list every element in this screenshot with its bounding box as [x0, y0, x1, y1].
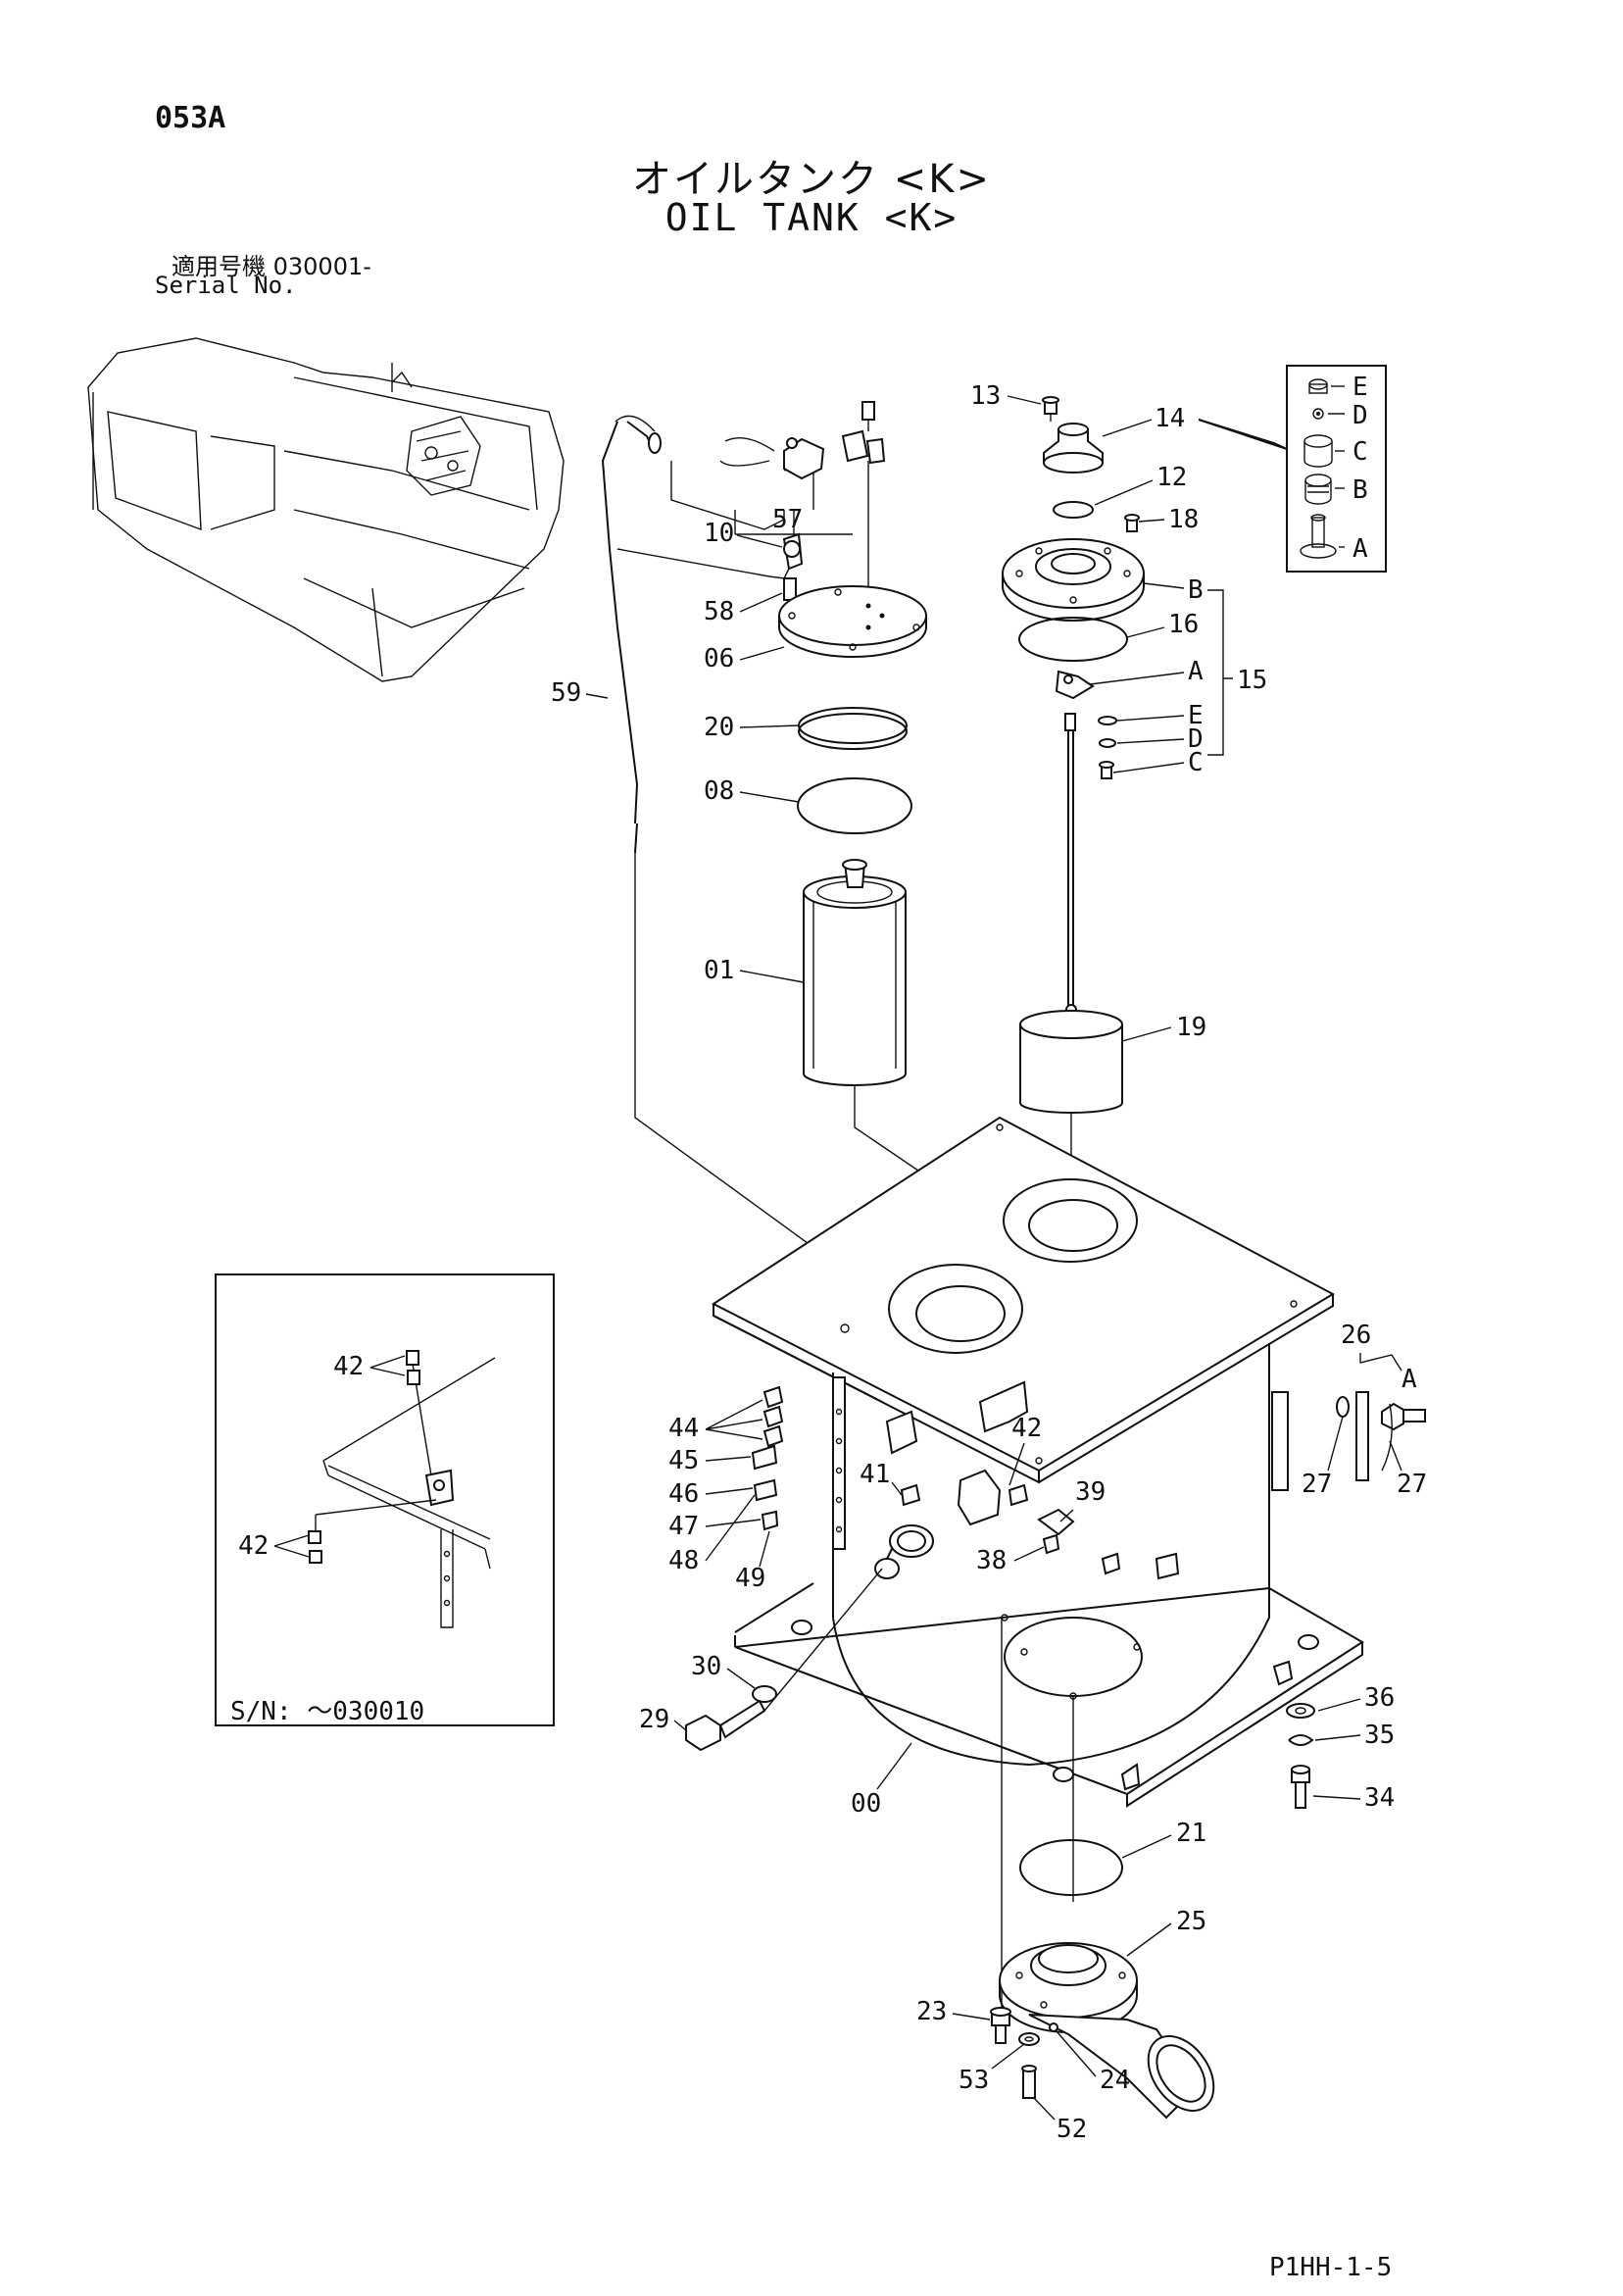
callout-42-main: 42 — [1011, 1414, 1042, 1443]
legend-part-c: C — [1303, 434, 1368, 468]
callout-27-left: 27 — [1302, 1470, 1332, 1499]
tank-fittings — [751, 1385, 1075, 1555]
filter-element-01 — [803, 859, 971, 1245]
legend-letter-c: C — [1352, 437, 1368, 467]
callout-23: 23 — [916, 1997, 947, 2026]
oil-tank-body-00 — [712, 1116, 1364, 2020]
callout-38: 38 — [976, 1546, 1007, 1575]
callout-48: 48 — [668, 1546, 699, 1575]
title-japanese: オイルタンク <K> — [632, 157, 991, 202]
page-reference: P1HH-1-5 — [1269, 2253, 1393, 2282]
callout-15-c: C — [1188, 748, 1204, 777]
callout-41: 41 — [860, 1460, 890, 1489]
callout-44: 44 — [668, 1414, 699, 1443]
callout-52: 52 — [1057, 2115, 1087, 2144]
callout-15-a: A — [1188, 657, 1204, 686]
callout-08: 08 — [704, 776, 734, 806]
callout-45: 45 — [668, 1446, 699, 1475]
callout-00: 00 — [851, 1789, 881, 1819]
side-bracket-parts — [1336, 1391, 1426, 1481]
callout-15: 15 — [1237, 666, 1267, 695]
callout-42-inset-top: 42 — [333, 1352, 364, 1381]
callout-10: 10 — [704, 519, 734, 548]
callout-36: 36 — [1364, 1683, 1395, 1713]
callout-46: 46 — [668, 1479, 699, 1509]
callout-53: 53 — [959, 2066, 989, 2095]
inset-serial-note: S/N: ～030010 — [230, 1697, 425, 1726]
callout-25: 25 — [1176, 1907, 1206, 1936]
callout-24: 24 — [1100, 2066, 1130, 2095]
callout-57: 57 — [772, 505, 803, 534]
callout-labels: 42 42 13 14 12 18 57 10 58 06 59 20 08 — [238, 381, 1427, 2144]
excavator-overview-illustration — [87, 337, 565, 682]
callout-12: 12 — [1156, 463, 1187, 492]
legend-part-a: A — [1300, 514, 1368, 564]
early-serial-detail-inset — [215, 1273, 555, 1726]
callout-26-a: A — [1402, 1365, 1417, 1394]
callout-20: 20 — [704, 713, 734, 742]
legend-letter-b: B — [1352, 475, 1368, 505]
callout-19: 19 — [1176, 1013, 1206, 1042]
snap-ring-20 — [798, 707, 908, 750]
serial-number-label: Serial No. — [155, 272, 297, 299]
legend-letter-a: A — [1352, 534, 1368, 564]
callout-30: 30 — [691, 1652, 721, 1681]
mounting-hardware — [1286, 1703, 1315, 1809]
callout-15-d: D — [1188, 724, 1204, 754]
callout-21: 21 — [1176, 1819, 1206, 1848]
callout-42-inset-bottom: 42 — [238, 1531, 269, 1561]
callout-59: 59 — [551, 678, 581, 708]
callout-39: 39 — [1075, 1477, 1106, 1507]
callout-34: 34 — [1364, 1783, 1395, 1813]
serial-applicable-label: 適用号機 030001- — [172, 253, 371, 280]
suction-flange-25 — [990, 1839, 1215, 2120]
page-code: 053A — [155, 101, 226, 135]
callout-16: 16 — [1168, 610, 1199, 639]
legend-letter-e: E — [1352, 373, 1368, 402]
callout-29: 29 — [639, 1705, 669, 1734]
callout-49: 49 — [735, 1564, 765, 1593]
legend-part-d: D — [1312, 401, 1368, 430]
title-english: OIL TANK <K> — [664, 196, 959, 239]
callout-15-e: E — [1188, 701, 1204, 730]
callout-35: 35 — [1364, 1721, 1395, 1750]
breather-assembly — [1002, 396, 1145, 1225]
callout-58: 58 — [704, 597, 734, 626]
callout-27-right: 27 — [1397, 1470, 1427, 1499]
callout-18: 18 — [1168, 505, 1199, 534]
callout-13: 13 — [970, 381, 1001, 411]
sub-assembly-legend-panel: E D C B A — [1198, 365, 1387, 573]
callout-26: 26 — [1341, 1321, 1371, 1350]
callout-01: 01 — [704, 956, 734, 985]
callout-14: 14 — [1155, 404, 1185, 433]
drain-plug-hardware — [685, 1568, 883, 1752]
callout-47: 47 — [668, 1512, 699, 1541]
legend-part-e: E — [1308, 373, 1368, 402]
callout-15-b: B — [1188, 575, 1204, 605]
legend-part-b: B — [1304, 474, 1368, 505]
callout-06: 06 — [704, 644, 734, 674]
legend-letter-d: D — [1352, 401, 1368, 430]
o-ring-08 — [797, 777, 912, 834]
top-cover-assembly — [670, 401, 927, 658]
